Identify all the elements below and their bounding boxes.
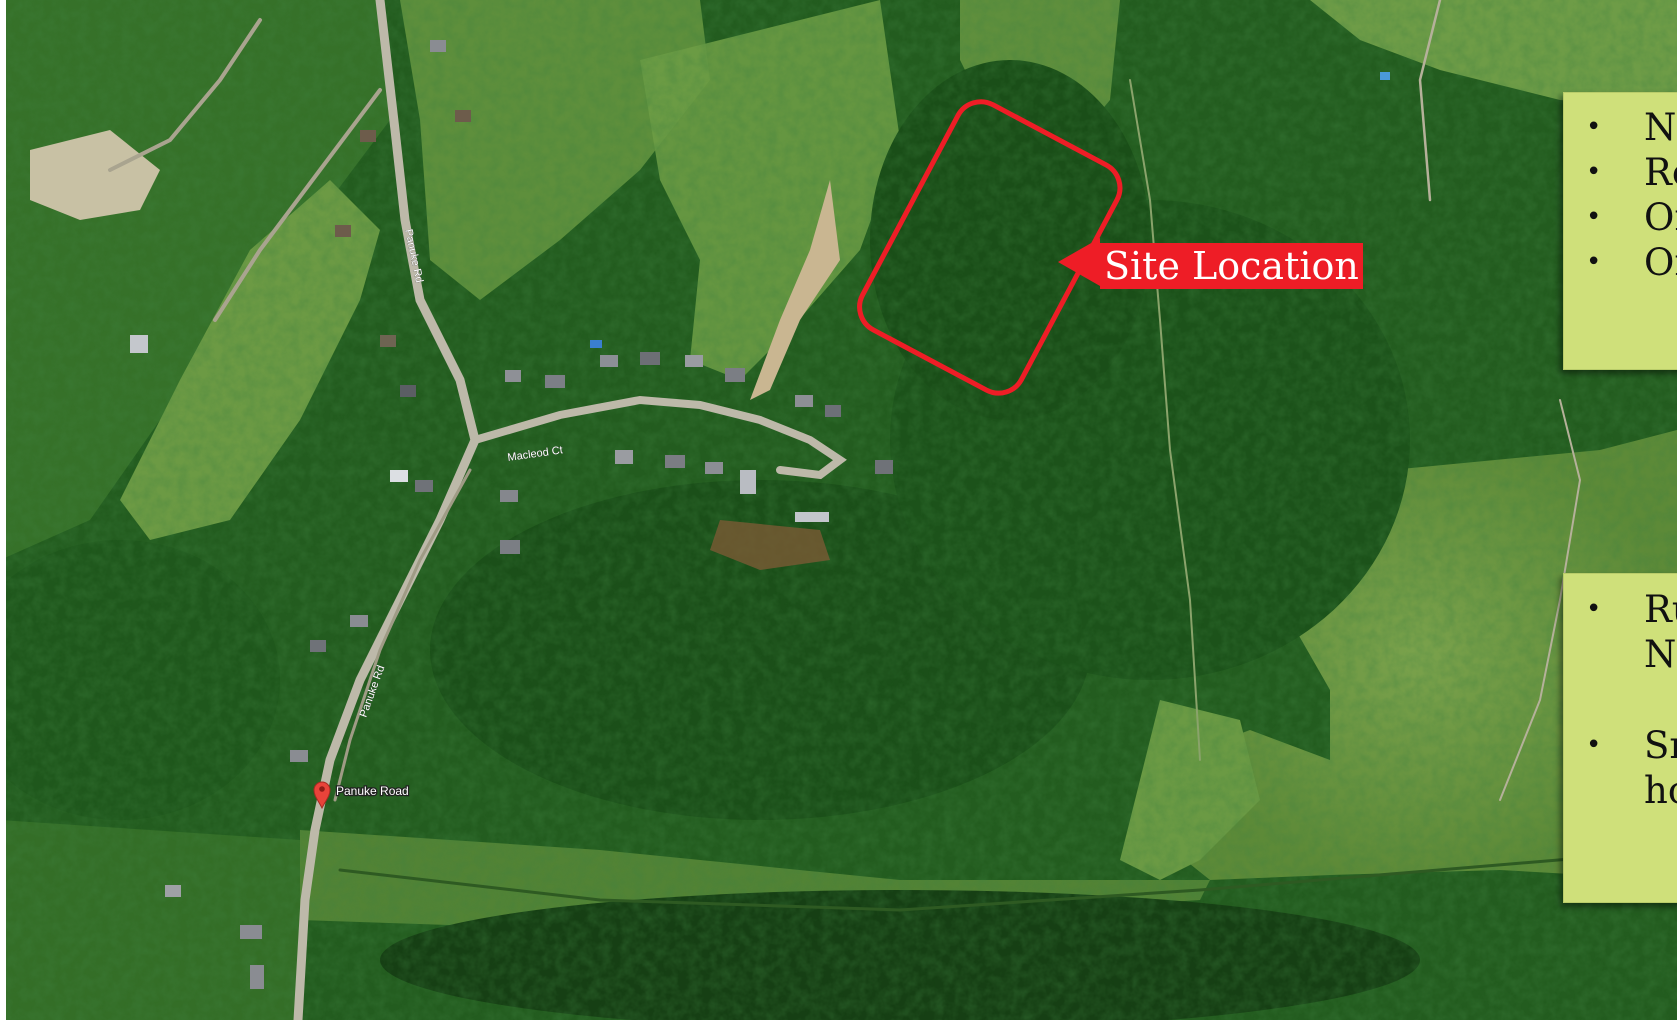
house [875, 460, 893, 474]
house [500, 540, 520, 554]
house [400, 385, 416, 397]
house [825, 405, 841, 417]
house [545, 375, 565, 388]
location-pin[interactable] [313, 781, 331, 810]
house [455, 110, 471, 122]
house [500, 490, 518, 502]
house [380, 335, 396, 347]
site-arrow [1058, 238, 1108, 286]
house [430, 40, 446, 52]
site-outline[interactable] [850, 93, 1129, 403]
place-label-panuke-road: Panuke Road [336, 784, 409, 798]
house [335, 225, 351, 237]
house [165, 885, 181, 897]
house [1380, 72, 1390, 80]
info-item-line: Ru [1644, 588, 1677, 631]
info-panel-bottom: Ru N Sn ho [1563, 573, 1677, 903]
info-item-line: Sn [1644, 724, 1677, 767]
left-edge [0, 0, 6, 1020]
info-item: Or [1564, 240, 1677, 285]
house [310, 640, 326, 652]
info-item: Or [1564, 195, 1677, 240]
road-secondary-south [333, 468, 472, 802]
roads [108, 0, 1677, 1020]
info-item: Sn ho [1564, 723, 1677, 813]
house [705, 462, 723, 474]
house [640, 352, 660, 365]
house [725, 368, 745, 382]
pin-dot [319, 786, 325, 792]
info-item-line: N [1644, 633, 1677, 676]
house [590, 340, 602, 348]
info-item-line: ho [1644, 769, 1677, 812]
house [130, 335, 148, 353]
quarry-northwest [30, 130, 160, 220]
house [350, 615, 368, 627]
house [250, 965, 264, 989]
info-list-bottom: Ru N Sn ho [1564, 574, 1677, 813]
trail-far-east [1418, 0, 1442, 202]
site-location-label: Site Location [1100, 243, 1363, 289]
house [505, 370, 521, 382]
info-list-top: N Re Or Or [1564, 93, 1677, 285]
house [795, 395, 813, 407]
house [290, 750, 308, 762]
bare-track [750, 180, 840, 400]
house [360, 130, 376, 142]
road-west-lane [213, 88, 382, 322]
house [740, 470, 756, 494]
house [665, 455, 685, 468]
house [615, 450, 633, 464]
house [600, 355, 618, 367]
powerline-corridor [338, 848, 1677, 912]
houses [130, 40, 1390, 989]
trail-east [1129, 79, 1201, 761]
road-northwest-track [108, 18, 262, 172]
road-macleod-ct [471, 395, 847, 480]
info-item: Re [1564, 150, 1677, 195]
cleared-slope [710, 520, 830, 570]
house [240, 925, 262, 939]
pin-icon [313, 781, 331, 810]
info-item: N [1564, 105, 1677, 150]
house [685, 355, 703, 367]
info-panel-top: N Re Or Or [1563, 92, 1677, 370]
house [795, 512, 829, 522]
info-item: Ru N [1564, 587, 1677, 677]
trail-east-field [1499, 399, 1582, 801]
road-panuke-main [293, 0, 480, 1020]
house [390, 470, 408, 482]
house [415, 480, 433, 492]
